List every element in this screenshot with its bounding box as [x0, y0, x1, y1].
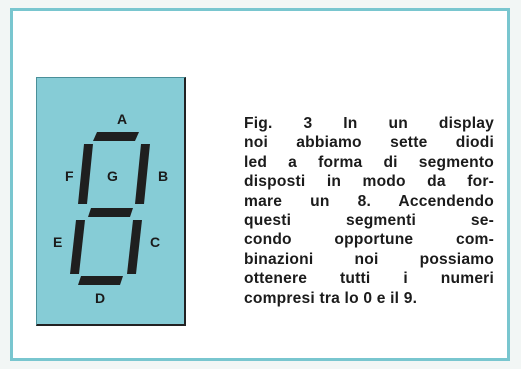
segment-b — [135, 144, 150, 204]
caption-line: compresi tra lo 0 e il 9. — [244, 289, 418, 307]
segment-label-d: D — [95, 290, 105, 306]
segment-label-f: F — [65, 168, 74, 184]
segment-g — [88, 208, 133, 217]
segment-label-g: G — [107, 168, 118, 184]
caption-line: questi segmenti se- — [244, 212, 494, 230]
caption-line: led a forma di segmento — [244, 153, 494, 171]
figure-caption: Fig. 3 In un display noi abbiamo sette d… — [244, 114, 494, 308]
seven-segment-display: A F G B E C D — [53, 111, 168, 306]
caption-line: condo opportune com- — [244, 231, 494, 249]
caption-line: noi abbiamo sette diodi — [244, 134, 494, 152]
caption-line: Fig. 3 In un display — [244, 115, 494, 132]
caption-line: ottenere tutti i numeri — [244, 270, 494, 288]
segment-label-a: A — [117, 111, 127, 127]
seven-segment-figure: A F G B E C D — [36, 77, 186, 326]
segment-label-e: E — [53, 234, 62, 250]
segment-a — [93, 132, 139, 141]
caption-line: mare un 8. Accendendo — [244, 192, 494, 210]
segment-d — [78, 276, 123, 285]
segment-e — [70, 220, 85, 274]
caption-line: binazioni noi possiamo — [244, 250, 494, 268]
segment-label-c: C — [150, 234, 160, 250]
caption-line: disposti in modo da for- — [244, 173, 494, 191]
segment-f — [78, 144, 93, 204]
segment-c — [127, 220, 142, 274]
segment-label-b: B — [158, 168, 168, 184]
